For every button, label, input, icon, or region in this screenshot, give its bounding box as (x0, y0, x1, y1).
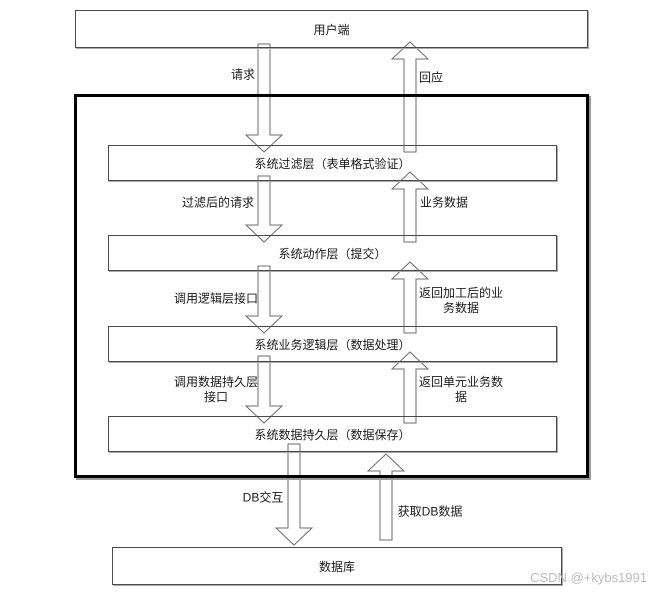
client-box: 用户端 (75, 10, 588, 48)
label-filtered-request: 过滤后的请求 (181, 195, 255, 210)
return-unit-arrow-up (390, 351, 430, 424)
label-response: 回应 (418, 70, 444, 85)
label-call-logic-interface: 调用逻辑层接口 (173, 291, 259, 306)
csdn-watermark: CSDN @+kybs1991 (530, 570, 647, 585)
layer-box-business-logic: 系统业务逻辑层（数据处理） (108, 326, 557, 362)
layer-box-persistence: 系统数据持久层（数据保存） (108, 416, 557, 452)
label-request: 请求 (230, 67, 256, 82)
label-return-processed-data: 返回加工后的业务数据 (418, 286, 503, 315)
system-boundary-box (74, 94, 589, 478)
call-persistence-arrow-down (244, 355, 284, 424)
label-return-unit-data: 返回单元业务数据 (418, 375, 503, 404)
database-box-label: 数据库 (318, 559, 355, 574)
layer-box-filter: 系统过滤层（表单格式验证） (108, 145, 557, 181)
layer-box-filter-label: 系统过滤层（表单格式验证） (254, 156, 411, 171)
layer-box-action: 系统动作层（提交） (108, 235, 557, 271)
label-get-db-data: 获取DB数据 (397, 504, 463, 519)
label-business-data: 业务数据 (419, 195, 469, 210)
database-box: 数据库 (112, 547, 562, 585)
label-call-persistence-interface: 调用数据持久层接口 (173, 375, 258, 404)
response-arrow-up (390, 41, 430, 153)
layer-box-business-logic-label: 系统业务逻辑层（数据处理） (254, 337, 411, 352)
call-logic-arrow-down (244, 265, 284, 334)
get-db-data-arrow-up (366, 453, 406, 541)
layer-box-persistence-label: 系统数据持久层（数据保存） (254, 427, 411, 442)
label-db-interaction: DB交互 (242, 490, 284, 505)
request-arrow-down (244, 43, 284, 153)
db-interaction-arrow-down (274, 443, 314, 546)
filtered-request-arrow-down (244, 175, 284, 243)
layer-box-action-label: 系统动作层（提交） (278, 246, 387, 261)
client-box-label: 用户端 (313, 22, 350, 37)
